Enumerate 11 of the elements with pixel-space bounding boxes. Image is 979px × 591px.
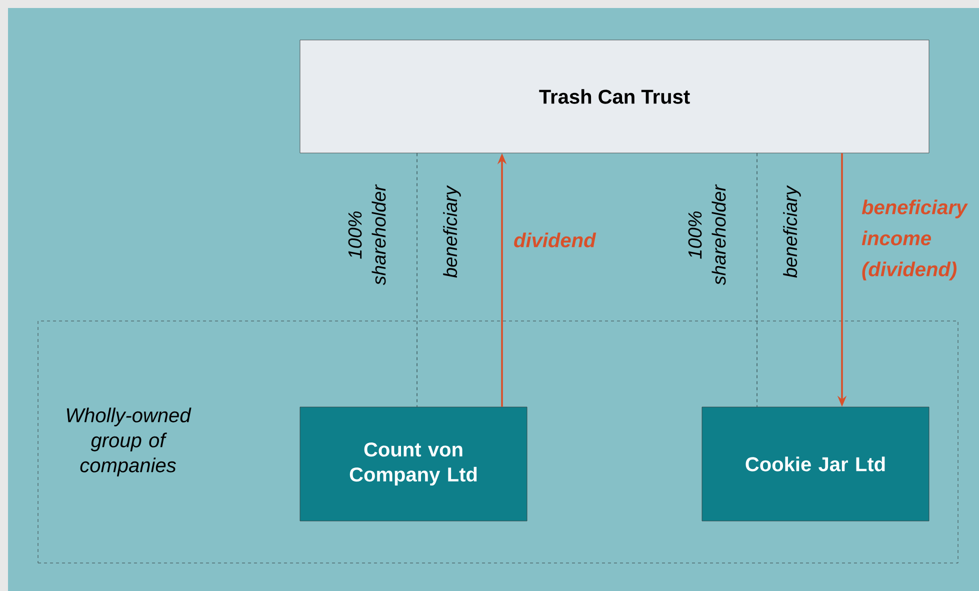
edge-label: 100% shareholder	[688, 184, 726, 286]
line-label: beneficiary	[783, 185, 801, 278]
company-box: Count von Company Ltd	[300, 406, 528, 522]
trust-box: Trash Can Trust	[300, 40, 930, 154]
company-box: Cookie Jar Ltd	[702, 406, 930, 522]
edge-label: dividend	[514, 232, 596, 248]
line-label: beneficiary	[443, 185, 461, 278]
connector-line	[756, 153, 758, 407]
edge-label: 100% shareholder	[348, 184, 386, 286]
edge-label: beneficiary income (dividend)	[862, 200, 968, 280]
connector-line	[416, 153, 418, 407]
